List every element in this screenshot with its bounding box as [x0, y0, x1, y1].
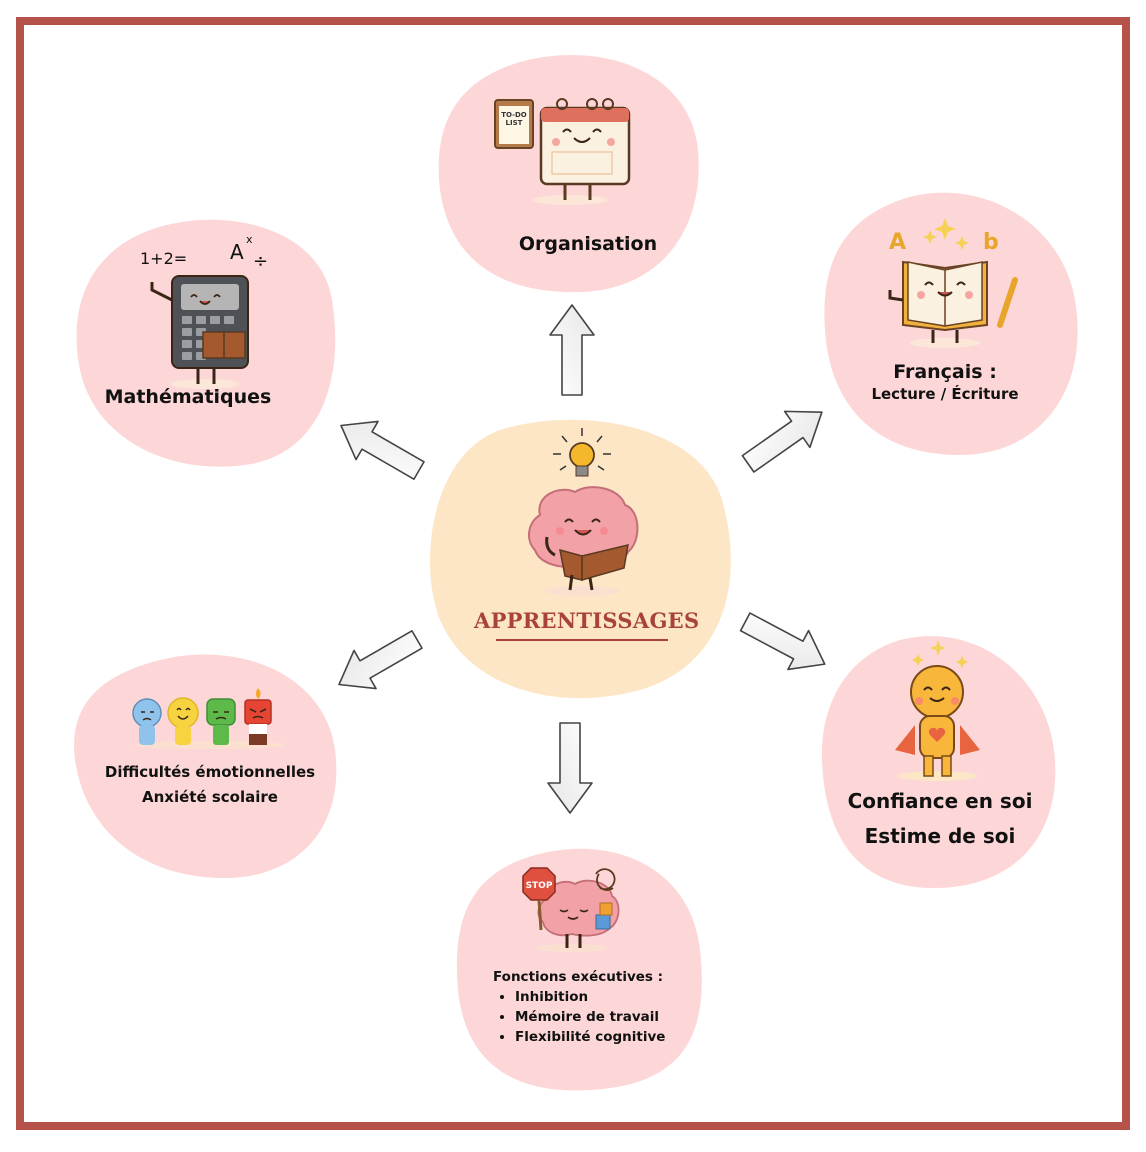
- superhero-smiley-icon: [895, 640, 980, 781]
- emotions-line-2: Anxiété scolaire: [142, 788, 278, 806]
- fonctions-items: Inhibition Mémoire de travail Flexibilit…: [493, 989, 665, 1045]
- emotion-characters-icon: [132, 688, 285, 749]
- fonctions-item-inhibition: Inhibition: [515, 989, 665, 1005]
- francais-letter-a-decor: A: [889, 230, 907, 255]
- calendar-icon: TO-DO LIST: [494, 98, 631, 205]
- brain-reading-icon: [528, 486, 639, 596]
- math-divide-decor: ÷: [253, 251, 269, 272]
- francais-subtitle: Lecture / Écriture: [871, 385, 1019, 403]
- lightbulb-icon: [553, 428, 611, 477]
- fonctions-title: Fonctions exécutives :: [493, 969, 664, 985]
- confiance-line-1: Confiance en soi: [847, 789, 1033, 813]
- confiance-line-2: Estime de soi: [864, 824, 1016, 848]
- francais-letter-b-decor: b: [983, 230, 999, 255]
- center-title: APPRENTISSAGES: [474, 608, 700, 633]
- organisation-title: Organisation: [518, 233, 658, 255]
- book-icon: [888, 218, 1018, 348]
- svg-text:TO-DO: TO-DO: [501, 111, 527, 119]
- math-equation-decor: 1+2=: [140, 249, 188, 268]
- math-exponent-decor: x: [246, 233, 253, 246]
- arrow-to-fonctions: [547, 722, 593, 814]
- francais-title: Français :: [893, 361, 997, 383]
- confiance-blob: [821, 636, 1056, 889]
- math-power-decor: A: [230, 240, 244, 264]
- arrow-to-emotions: [338, 630, 423, 690]
- arrow-to-francais: [741, 410, 823, 473]
- calculator-icon: [150, 275, 249, 389]
- emotions-line-1: Difficultés émotionnelles: [104, 763, 316, 781]
- fonctions-blob: [456, 848, 702, 1091]
- fonctions-item-flexibilite: Flexibilité cognitive: [515, 1029, 665, 1045]
- arrow-to-mathematiques: [340, 420, 425, 480]
- svg-text:LIST: LIST: [506, 119, 523, 127]
- svg-text:STOP: STOP: [526, 881, 553, 891]
- mathematiques-title: Mathématiques: [104, 386, 272, 408]
- fonctions-item-memoire: Mémoire de travail: [515, 1009, 665, 1025]
- brain-stop-puzzle-icon: STOP: [522, 867, 620, 952]
- arrow-to-confiance: [739, 612, 826, 671]
- fonctions-list: Fonctions exécutives : Inhibition Mémoir…: [493, 969, 665, 1045]
- arrow-to-organisation: [549, 304, 595, 396]
